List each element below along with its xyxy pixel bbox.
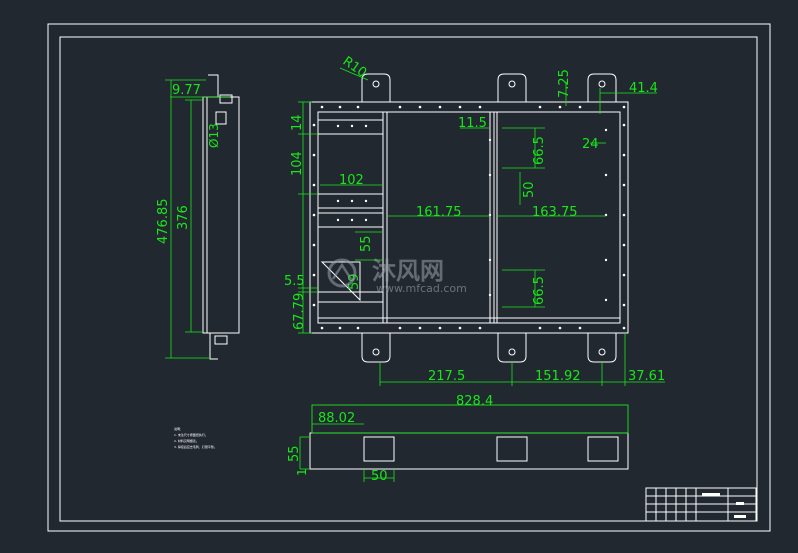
dim-bottom-span2: 151.92 [535,369,581,384]
dim-rib-mid: 50 [522,181,537,198]
dim-bottom-left: 67.79 [292,293,307,330]
side-view: 9.77 Ø13 476.85 376 [156,74,240,360]
dim-top-margin: 14 [290,114,305,131]
dim-bottom-small: 1 [295,468,309,476]
dim-bottom-right: 37.61 [628,369,665,384]
notes-line-2: 2. 材料见明细表。 [174,438,199,443]
outer-border [47,23,771,532]
bolt-holes [312,105,626,330]
technical-notes: 说明： 1. 未注尺寸按图纸执行。 2. 材料见明细表。 3. 焊接后应去毛刺、… [174,426,217,449]
dim-rib-h1: 66.5 [532,136,547,165]
dim-ear: 7.25 [557,69,572,98]
dim-side-body: 376 [176,205,191,230]
dim-right-edge: 41.4 [629,81,658,96]
bottom-body [309,432,629,470]
dim-radius: R10 [340,54,370,81]
side-hole [215,111,227,125]
dim-overall: 828.4 [456,394,493,409]
dim-span-right: 163.75 [532,205,578,220]
dim-rib-gap: 11.5 [458,116,487,131]
lug-bottom-mid [497,333,527,363]
title-block [645,487,757,522]
lug-top-right [587,73,617,102]
dim-side-hole: Ø13 [207,123,221,148]
notes-line-3: 3. 焊接后应去毛刺、打磨平整。 [174,444,217,449]
inner-border [59,36,758,522]
dim-left-gap: 5.5 [284,274,305,289]
lug-bottom-right [587,333,617,363]
dim-bottom-height: 55 [287,445,302,462]
dim-span-left: 161.75 [416,205,462,220]
dim-bottom-span1: 217.5 [428,369,465,384]
watermark-logo [327,258,357,288]
notes-title: 说明： [174,426,183,431]
dim-w1: 102 [339,173,364,188]
watermark-text: 沐风网 [372,257,444,285]
dim-h1: 104 [290,151,305,176]
watermark: 沐风网 www.mfcad.com [327,257,467,295]
lug-top-left [361,73,391,102]
notes-line-1: 1. 未注尺寸按图纸执行。 [174,432,208,437]
front-outer-frame [309,101,629,334]
lug-top-mid [497,73,527,102]
dim-h2: 55 [359,235,374,252]
front-view: R10 7.25 41.4 14 104 102 11.5 66.5 24 50… [284,54,665,386]
dim-offset: 88.02 [318,411,355,426]
dim-side-total: 476.85 [156,199,171,245]
dim-side-top: 9.77 [172,83,201,98]
lug-bottom-left [361,333,391,363]
dim-rib-right: 24 [582,137,599,152]
dim-slot: 50 [371,469,388,484]
bottom-view: 828.4 88.02 55 1 50 [287,394,629,484]
watermark-url: www.mfcad.com [376,282,467,295]
dim-rib-h2: 66.5 [532,276,547,305]
